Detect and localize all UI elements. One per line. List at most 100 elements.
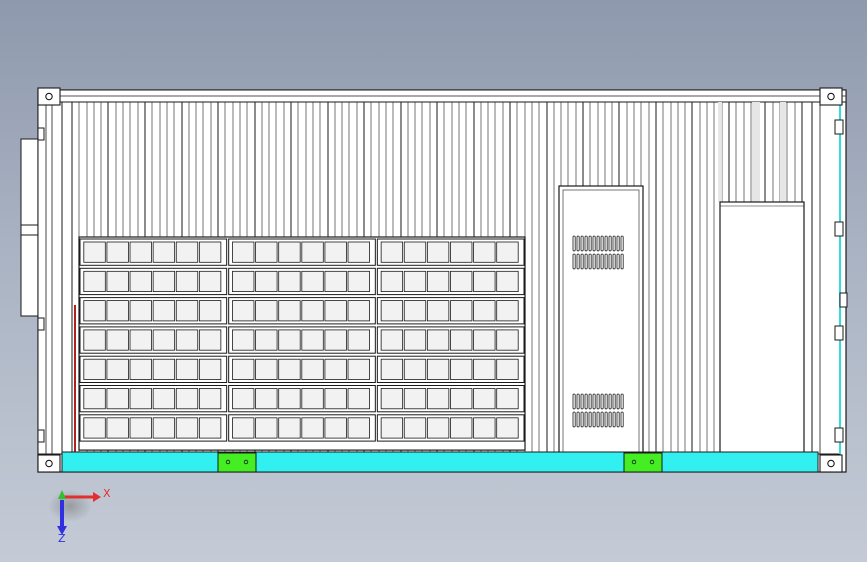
vent-slot [600, 411, 604, 428]
drive-cell [255, 417, 278, 439]
drive-cell [426, 300, 450, 322]
drive-cell [473, 358, 496, 380]
drive-cell [450, 329, 473, 351]
drive-cell [496, 358, 519, 380]
drive-cell [278, 329, 301, 351]
drive-cell [496, 270, 519, 292]
drive-cell [473, 270, 496, 292]
vent-slot [604, 411, 608, 428]
drive-cell [426, 388, 450, 410]
drive-cell [473, 300, 496, 322]
drive-cell [403, 417, 427, 439]
drive-cell [380, 270, 404, 292]
vent-slot [612, 411, 616, 428]
drive-cell [83, 270, 106, 292]
drive-cell [450, 388, 473, 410]
drive-cell [175, 270, 199, 292]
drive-cell [278, 388, 301, 410]
drive-cell [496, 241, 519, 263]
axis-z-label: Z [58, 532, 66, 545]
vent-slot [580, 235, 584, 252]
vent-slot [592, 253, 596, 270]
drive-cell [473, 329, 496, 351]
drive-cell [255, 241, 278, 263]
base-bracket [623, 452, 663, 473]
drive-cell [129, 417, 152, 439]
vent-slot [616, 411, 620, 428]
drive-cell [324, 300, 347, 322]
drive-cell [83, 388, 106, 410]
vent-slot [608, 411, 612, 428]
vent-slot [584, 393, 588, 410]
drive-cell [496, 329, 519, 351]
vent-slot [596, 411, 600, 428]
bracket-hole [243, 459, 249, 465]
drive-cell [198, 388, 222, 410]
drive-cell [473, 417, 496, 439]
vent-slot [580, 411, 584, 428]
base-brackets [217, 452, 663, 473]
right-side-tabs [834, 119, 848, 443]
fin-shade [780, 102, 786, 202]
vent-slot [576, 411, 580, 428]
drive-cell [106, 300, 129, 322]
drive-cell [255, 270, 278, 292]
vent-slot [572, 235, 576, 252]
vent-slot [608, 253, 612, 270]
drive-cell [278, 358, 301, 380]
base-bracket [217, 452, 257, 473]
fin-shade [718, 102, 722, 202]
drive-cell [347, 388, 370, 410]
drive-cell [83, 417, 106, 439]
vent-slot [588, 253, 592, 270]
drive-cell [152, 300, 176, 322]
drive-cell [473, 388, 496, 410]
vent-slot [600, 393, 604, 410]
drive-cell [426, 358, 450, 380]
drive-cell [232, 358, 255, 380]
drive-cell [347, 417, 370, 439]
drive-cell [106, 241, 129, 263]
drive-cell [278, 241, 301, 263]
drive-cell [232, 329, 255, 351]
vent-slot [616, 393, 620, 410]
vent-slot [608, 235, 612, 252]
drive-cell [198, 417, 222, 439]
drive-cell [380, 417, 404, 439]
drive-cell [473, 241, 496, 263]
drive-cell [129, 329, 152, 351]
drive-cell [152, 329, 176, 351]
drive-cell [380, 241, 404, 263]
drive-cell [175, 300, 199, 322]
drive-cell [198, 300, 222, 322]
vent-slot [592, 393, 596, 410]
drive-cell [83, 329, 106, 351]
vent-slot [616, 235, 620, 252]
vent-slot [612, 253, 616, 270]
drive-cell [129, 388, 152, 410]
drive-cell [450, 358, 473, 380]
drive-cell [83, 300, 106, 322]
drive-cell [426, 270, 450, 292]
vent-grills [572, 235, 624, 428]
vent-slot [592, 411, 596, 428]
drive-cell [175, 358, 199, 380]
vent-slot [596, 253, 600, 270]
drive-cell [106, 417, 129, 439]
drive-cell [450, 300, 473, 322]
drive-cell [301, 241, 324, 263]
vent-slot [588, 235, 592, 252]
vent-slot [572, 253, 576, 270]
drive-cell [324, 417, 347, 439]
drive-cell [255, 388, 278, 410]
vent-slot [572, 411, 576, 428]
drive-cell [347, 300, 370, 322]
vent-slot [604, 235, 608, 252]
drive-cell [175, 388, 199, 410]
bracket-hole [225, 459, 231, 465]
drive-cell [232, 270, 255, 292]
drive-cell [278, 270, 301, 292]
drive-cell [232, 417, 255, 439]
drive-cell [301, 417, 324, 439]
